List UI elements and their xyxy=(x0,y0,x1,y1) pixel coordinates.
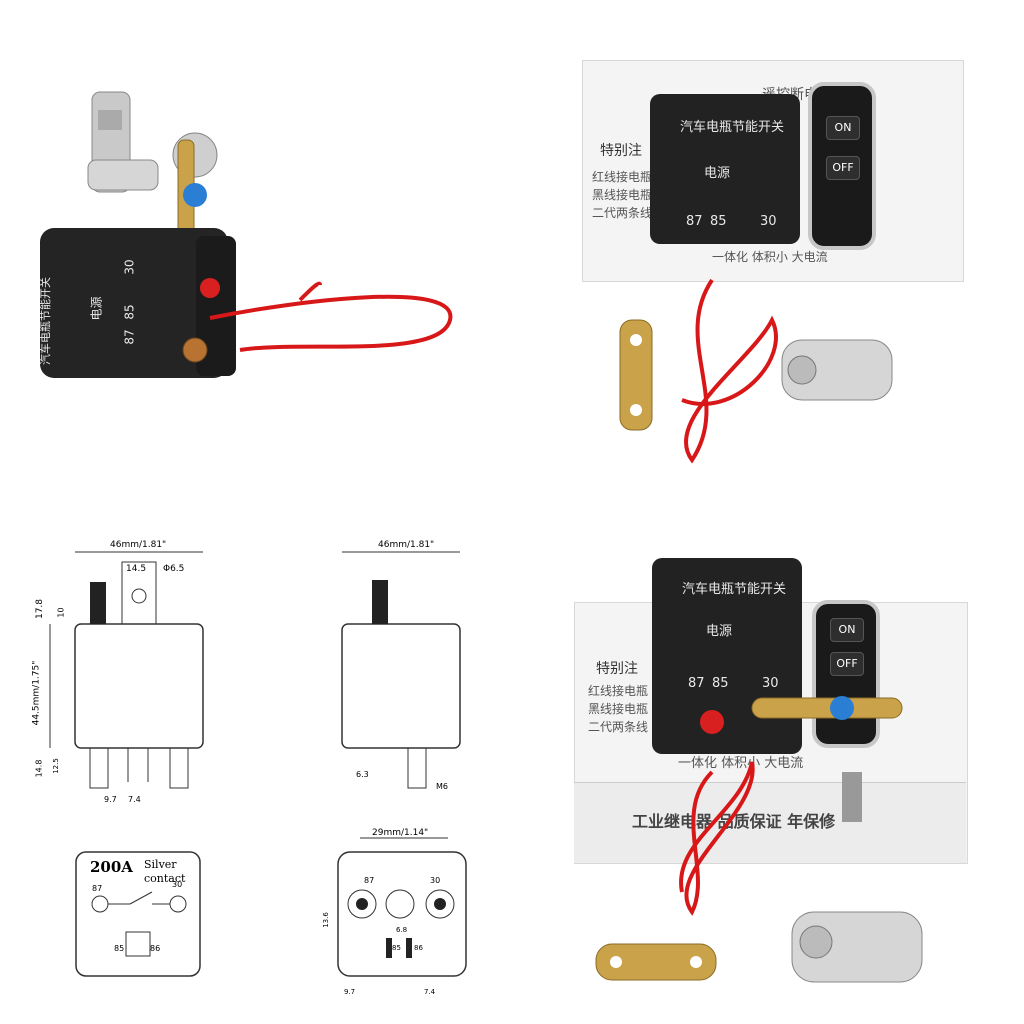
schematic-pin-86: 86 xyxy=(150,944,161,953)
dim-7-4: 7.4 xyxy=(128,795,141,804)
kit-accessories-art xyxy=(595,696,923,983)
box-line-1: 红线接电瓶 xyxy=(592,170,653,184)
drawing-lines xyxy=(49,551,467,977)
relay-pin-87: 87 xyxy=(122,329,137,345)
dim-10: 10 xyxy=(56,607,66,618)
photo-relay-with-terminal: 汽车电瓶节能开关 30 85 87 电源 xyxy=(0,0,512,512)
relay-title: 汽车电瓶节能开关 xyxy=(680,120,785,135)
box-line-3: 二代两条线 xyxy=(588,720,649,734)
relay-pin-85: 85 xyxy=(710,214,727,229)
dim-13-6: 13.6 xyxy=(321,912,330,928)
dim-17-8: 17.8 xyxy=(35,598,46,620)
remote-off-button: OFF xyxy=(826,156,860,180)
bottom-pin-30: 30 xyxy=(430,876,441,885)
box-line-3: 二代两条线 xyxy=(592,206,653,220)
remote-on-button: ON xyxy=(830,618,864,642)
dim-9-7-bottom: 9.7 xyxy=(344,988,356,996)
relay-pin-87: 87 xyxy=(686,214,703,229)
box-bottom-text: 一体化 体积小 大电流 xyxy=(678,756,804,771)
relay-title: 汽车电瓶节能开关 xyxy=(682,582,787,597)
relay-pin-30: 30 xyxy=(760,214,777,229)
relay-pin-30: 30 xyxy=(122,259,137,275)
relay-pin-85: 85 xyxy=(712,676,729,691)
relay-title: 汽车电瓶节能开关 xyxy=(39,277,52,365)
dim-width-side: 46mm/1.81" xyxy=(378,540,435,550)
bottom-pin-87: 87 xyxy=(364,876,375,885)
relay-pin-85: 85 xyxy=(122,304,137,320)
bottom-pin-86: 86 xyxy=(414,944,423,952)
box-line-2: 黑线接电瓶 xyxy=(592,188,653,202)
relay-body: 汽车电瓶节能开关 电源 87 85 30 xyxy=(650,94,800,244)
relay-body: 汽车电瓶节能开关 电源 87 85 30 xyxy=(652,558,802,754)
bottom-pin-85: 85 xyxy=(392,944,401,952)
relay-power-label: 电源 xyxy=(704,166,731,181)
relay-label-block: 汽车电瓶节能开关 xyxy=(39,265,165,365)
schematic-pin-85: 85 xyxy=(114,944,125,953)
relay-power-label: 电源 xyxy=(706,624,733,639)
schematic-contact-2: contact xyxy=(144,872,186,885)
schematic-pin-30: 30 xyxy=(172,880,183,889)
dim-14-5: 14.5 xyxy=(126,564,147,574)
box-front-text: 工业继电器 品质保证 年保修 xyxy=(632,812,836,831)
dim-6-3: 6.3 xyxy=(356,770,369,779)
schematic-rating: 200A xyxy=(90,858,133,876)
dim-6-8: 6.8 xyxy=(396,926,408,934)
remote-on-button: ON xyxy=(826,116,860,140)
photo-kit-front: 特别注 红线接电瓶 黑线接电瓶 二代两条线 一体化 体积小 大电流 工业继电器 … xyxy=(512,512,1024,1024)
remote-off-button: OFF xyxy=(830,652,864,676)
relay-pin-87: 87 xyxy=(688,676,705,691)
box-bottom-text: 一体化 体积小 大电流 xyxy=(712,250,828,264)
dim-phi-6-5: Φ6.5 xyxy=(163,564,185,574)
box-line-2: 黑线接电瓶 xyxy=(588,702,649,716)
dim-bottom-width: 29mm/1.14" xyxy=(372,828,429,838)
remote-control: ON OFF xyxy=(808,82,876,250)
relay-power-label: 电源 xyxy=(89,296,104,321)
schematic-pin-87: 87 xyxy=(92,884,103,893)
box-front-panel xyxy=(574,782,966,863)
dim-12-5: 12.5 xyxy=(51,758,60,774)
schematic-contact-1: Silver xyxy=(144,858,177,871)
remote-control: ON OFF xyxy=(812,600,880,748)
dim-height: 44.5mm/1.75" xyxy=(31,660,42,726)
relay-photo-art xyxy=(40,91,453,378)
dim-14-8: 14.8 xyxy=(34,759,44,778)
photo-kit-with-remote: 特别注 红线接电瓶 黑线接电瓶 二代两条线 遥控断电 一体化 体积小 大电流 汽… xyxy=(512,0,1024,512)
dim-9-7: 9.7 xyxy=(104,795,117,804)
relay-pin-30: 30 xyxy=(762,676,779,691)
dim-7-4-bottom: 7.4 xyxy=(424,988,436,996)
kit-accessories-art xyxy=(619,278,893,464)
dimension-drawings: 46mm/1.81" 14.5 Φ6.5 17.8 10 44.5mm/1.75… xyxy=(0,512,512,1024)
box-special-note: 特别注 xyxy=(596,661,638,677)
box-special-note: 特别注 xyxy=(600,143,642,159)
dim-width: 46mm/1.81" xyxy=(110,540,167,550)
box-line-1: 红线接电瓶 xyxy=(588,684,649,698)
dim-m6: M6 xyxy=(436,782,448,791)
